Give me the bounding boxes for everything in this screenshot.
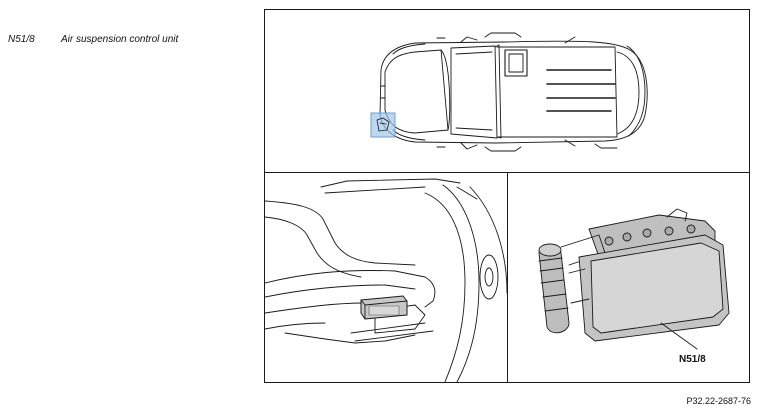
vehicle-top-view	[265, 10, 749, 172]
callout-leader	[660, 322, 698, 350]
illustration-frame: N51/8	[264, 9, 750, 383]
figure-reference: P32.22-2687-76	[686, 396, 751, 406]
control-unit-location-highlight	[370, 112, 396, 138]
panel-divider-vertical	[507, 173, 509, 382]
panel-divider-horizontal	[265, 172, 749, 174]
legend-description: Air suspension control unit	[61, 34, 179, 45]
control-unit-in-bumper	[360, 295, 408, 320]
callout-label: N51/8	[679, 354, 706, 365]
front-bumper-detail	[265, 173, 507, 382]
bumper-outline	[265, 178, 507, 382]
car-outline	[379, 32, 648, 152]
legend-code: N51/8	[8, 34, 35, 45]
control-unit-closeup: N51/8	[509, 173, 749, 382]
control-unit-drawing	[538, 208, 730, 342]
